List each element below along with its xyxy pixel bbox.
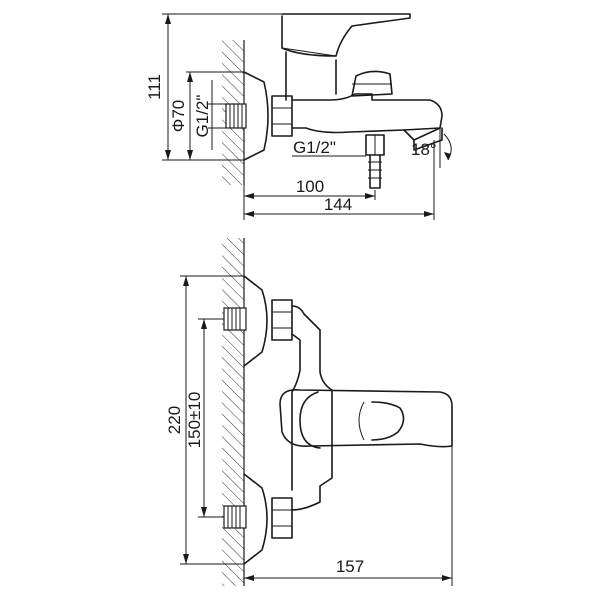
dim-111: 111	[145, 13, 282, 161]
front-wall	[222, 238, 245, 586]
side-hose-connector	[365, 134, 385, 189]
front-upper-connection	[223, 275, 293, 367]
dim-150: 150±10	[185, 318, 224, 518]
dim-angle: 18°	[411, 128, 452, 168]
dim-thread-outlet-label: G1/2"	[293, 138, 336, 157]
dim-thread-inlet-label: G1/2"	[193, 95, 212, 138]
dim-thread-inlet: G1/2"	[193, 80, 226, 150]
side-view: 111 Φ70 G1/2" G1/2" 18°	[145, 13, 452, 220]
front-lever-handle	[279, 388, 453, 449]
dim-100: 100	[243, 177, 376, 220]
dim-157: 157	[244, 446, 453, 586]
side-spout-outlet	[403, 127, 443, 151]
dim-220-label: 220	[165, 406, 184, 434]
dim-100-label: 100	[296, 177, 324, 196]
dim-diameter: Φ70	[169, 71, 244, 161]
dim-thread-outlet: G1/2"	[292, 138, 366, 157]
dim-diameter-label: Φ70	[169, 100, 188, 132]
dim-angle-label: 18°	[411, 140, 437, 159]
side-diverter-knob	[351, 70, 393, 97]
front-view: 220 150±10 157	[165, 238, 453, 586]
front-body	[291, 305, 333, 511]
dim-150-label: 150±10	[185, 392, 204, 449]
front-lower-connection	[223, 473, 293, 565]
side-hex-nut	[271, 95, 293, 137]
side-body	[291, 93, 443, 134]
side-handle	[281, 13, 411, 101]
side-inlet-thread	[225, 103, 247, 129]
dim-157-label: 157	[336, 557, 364, 576]
dim-111-label: 111	[145, 74, 164, 100]
dim-220: 220	[165, 275, 244, 565]
dim-144-label: 144	[324, 195, 352, 214]
side-escutcheon	[243, 71, 269, 161]
dim-144: 144	[244, 140, 435, 220]
